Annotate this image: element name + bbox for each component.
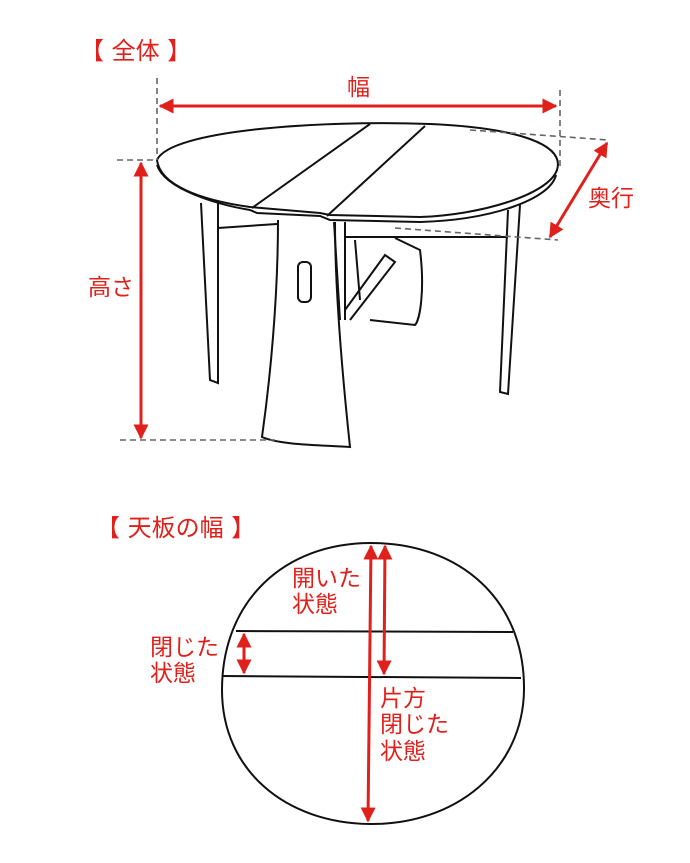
dimension-arrows [133, 98, 609, 440]
dashed-guides [117, 78, 609, 441]
opened-label: 開いた 状態 [292, 566, 361, 619]
top-width-heading: 【 天板の幅 】 [96, 514, 256, 542]
table-drawing [155, 122, 559, 449]
depth-arrow [548, 141, 609, 239]
closed-label: 閉じた 状態 [150, 635, 219, 688]
height-label: 高さ [88, 275, 134, 301]
top-view-drawing [220, 541, 526, 826]
depth-label: 奥行 [588, 186, 634, 212]
width-label: 幅 [347, 75, 370, 101]
one-side-closed-label: 片方 閉じた 状態 [380, 686, 449, 765]
top-view-arrows [236, 544, 393, 823]
overall-heading: 【 全体 】 [80, 37, 192, 65]
one-side-closed-arrow [360, 544, 379, 823]
opened-arrow [376, 544, 393, 676]
